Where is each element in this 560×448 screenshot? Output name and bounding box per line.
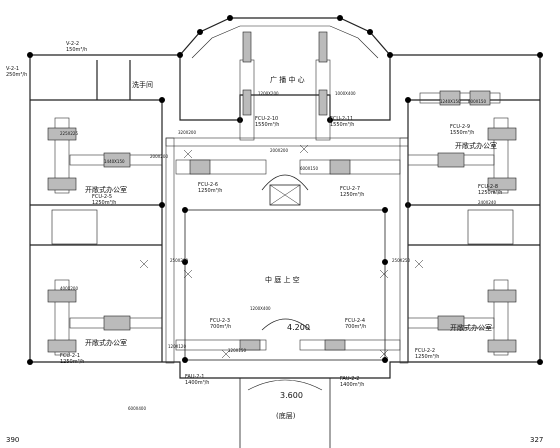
room-office-left-bottom: 开敞式办公室 (85, 338, 127, 347)
duct-size: 1200X200 (258, 91, 279, 96)
elevation-lobby: 3.600 (280, 391, 303, 400)
duct-size: 1240X150 (440, 99, 461, 104)
duct-size: 400X200 (60, 286, 78, 291)
unit-id: FCU-2-11 (330, 116, 353, 122)
unit-id: FAU-2-2 (340, 376, 359, 382)
grid-label-right: 327 (530, 436, 543, 444)
unit-flow: 1550m³/h (450, 130, 474, 136)
unit-flow: 250m³/h (6, 72, 27, 78)
unit-flow: 700m³/h (345, 324, 366, 330)
duct-size: 1440X150 (104, 159, 125, 164)
duct-size: 600X400 (128, 406, 146, 411)
unit-flow: 1400m³/h (185, 380, 209, 386)
duct-size: 800X150 (468, 99, 486, 104)
room-office-left-top: 开敞式办公室 (85, 185, 127, 194)
unit-id: FCU-2-9 (450, 124, 470, 130)
room-washroom: 洗手间 (132, 80, 153, 89)
duct-size: 120X150 (228, 348, 246, 353)
duct-size: 1000X400 (335, 91, 356, 96)
unit-id: FAU-2-1 (185, 374, 204, 380)
unit-id: FCU-2-8 (478, 184, 498, 190)
unit-flow: 150m³/h (66, 47, 87, 53)
unit-flow: 1250m³/h (340, 192, 364, 198)
unit-flow: 1550m³/h (255, 122, 279, 128)
unit-labels: FCU-2-10 1550m³/h FCU-2-11 1550m³/h FCU-… (6, 41, 502, 388)
duct-size: 250X250 (392, 258, 410, 263)
unit-flow: 1400m³/h (340, 382, 364, 388)
unit-flow: 700m³/h (210, 324, 231, 330)
elevation-atrium: 4.200 (287, 323, 310, 332)
duct-size: 200X200 (270, 148, 288, 153)
unit-flow: 1250m³/h (415, 354, 439, 360)
fan-coil-units (47, 31, 517, 353)
unit-id: FCU-2-4 (345, 318, 365, 324)
duct-size: 200X200 (150, 154, 168, 159)
room-office-right-top: 开敞式办公室 (455, 141, 497, 150)
unit-flow: 1250m³/h (92, 200, 116, 206)
duct-size: 120X120 (168, 344, 186, 349)
duct-size: 225X225 (60, 131, 78, 136)
unit-id: FCU-2-1 (60, 353, 80, 359)
unit-id: V-2-2 (66, 41, 79, 47)
unit-id: FCU-2-5 (92, 194, 112, 200)
unit-flow: 1250m³/h (198, 188, 222, 194)
room-atrium: 中 庭 上 空 (265, 275, 300, 284)
unit-id: V-2-1 (6, 66, 19, 72)
unit-id: FCU-2-6 (198, 182, 218, 188)
unit-flow: 1550m³/h (330, 122, 354, 128)
unit-id: FCU-2-7 (340, 186, 360, 192)
diffusers (139, 144, 424, 359)
unit-id: FCU-2-10 (255, 116, 278, 122)
grid-label-left: 390 (6, 436, 19, 444)
duct-size-labels: 1240X150 800X150 1440X150 600X150 320X20… (60, 91, 496, 411)
structural-columns (27, 15, 543, 365)
unit-flow: 1250m³/h (60, 359, 84, 365)
room-office-right-bottom: 开敞式办公室 (450, 323, 492, 332)
duct-size: 1200X400 (250, 306, 271, 311)
duct-size: 320X200 (178, 130, 196, 135)
unit-id: FCU-2-2 (415, 348, 435, 354)
unit-id: FCU-2-3 (210, 318, 230, 324)
room-broadcast-center: 广 播 中 心 (270, 75, 305, 84)
duct-size: 600X150 (300, 166, 318, 171)
duct-size: 250X200 (170, 258, 188, 263)
duct-size: 240X240 (478, 200, 496, 205)
room-lobby: (底层) (276, 411, 296, 420)
unit-flow: 1250m³/h (478, 190, 502, 196)
